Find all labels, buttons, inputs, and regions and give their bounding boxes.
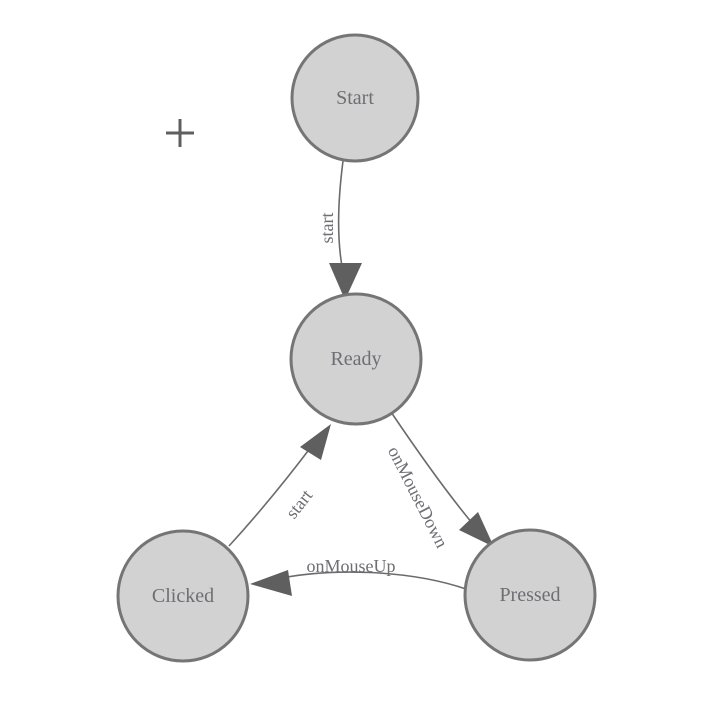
node-label: Start [336, 87, 374, 109]
edge-label-start-to-ready: start [317, 213, 337, 244]
node-label: Ready [330, 348, 381, 370]
node-shape[interactable] [116, 529, 250, 663]
edge-line[interactable] [228, 442, 315, 547]
edge-clicked-to-ready[interactable] [228, 424, 331, 547]
edge-line[interactable] [337, 160, 345, 279]
node-shape[interactable] [289, 292, 423, 426]
node-label: Clicked [152, 585, 214, 607]
edges-layer [228, 160, 494, 596]
node-clicked[interactable]: Clicked [116, 529, 250, 663]
arrowhead-icon [250, 570, 292, 596]
node-label: Pressed [499, 584, 560, 606]
edge-line[interactable] [271, 571, 467, 590]
arrowhead-icon [459, 512, 494, 547]
crosshair-marker[interactable] [166, 119, 194, 147]
edge-start-to-ready[interactable] [329, 160, 362, 300]
node-shape[interactable] [290, 33, 420, 163]
edge-label-ready-to-pressed: onMouseDown [384, 443, 452, 551]
node-ready[interactable]: Ready [289, 292, 423, 426]
node-pressed[interactable]: Pressed [463, 528, 597, 662]
arrowhead-icon [300, 424, 331, 460]
edge-line[interactable] [390, 411, 479, 531]
edge-ready-to-pressed[interactable] [390, 411, 494, 547]
edge-label-pressed-to-clicked: onMouseUp [307, 556, 396, 576]
edge-pressed-to-clicked[interactable] [250, 570, 467, 596]
edge-label-clicked-to-ready: start [282, 486, 317, 523]
node-start[interactable]: Start [290, 33, 420, 163]
arrowhead-icon [329, 263, 362, 300]
node-shape[interactable] [463, 528, 597, 662]
nodes-layer: Start Ready Clicked Pressed [116, 33, 597, 663]
